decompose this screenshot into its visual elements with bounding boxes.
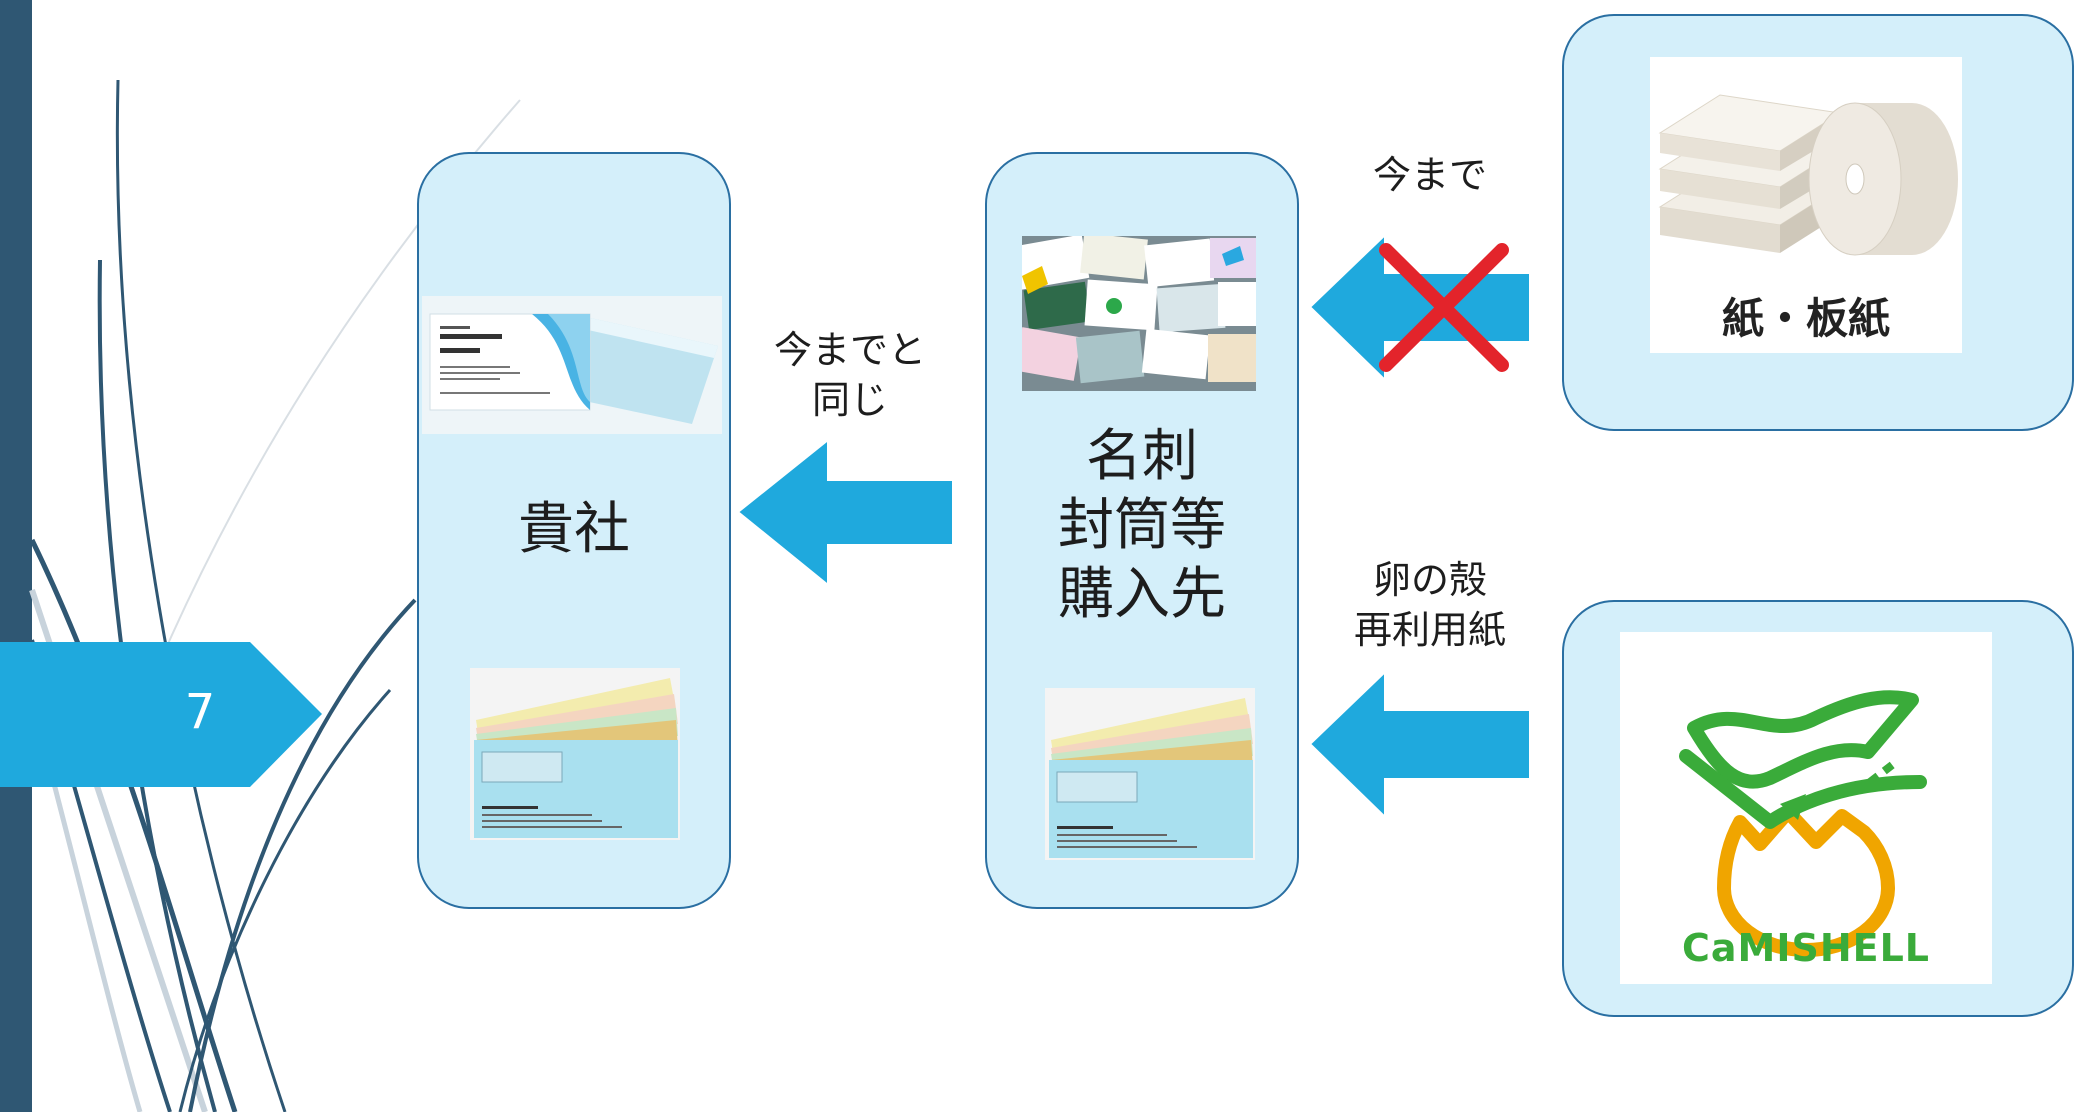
new-source-label-line-2: 再利用紙 xyxy=(1353,608,1506,653)
supplier-label-line-3: 購入先 xyxy=(1058,561,1226,627)
new-source-label: 卵の殻 再利用紙 xyxy=(1320,555,1540,655)
old-source-label: 今まで xyxy=(1372,153,1487,197)
paper-roll-icon xyxy=(1650,57,1962,353)
paper-board-label: 紙・板紙 xyxy=(1721,294,1890,343)
to-client-label: 今までと 同じ xyxy=(750,325,950,425)
new-source-label-line-1: 卵の殻 xyxy=(1372,558,1487,602)
arrow-to-client xyxy=(738,440,953,585)
business-cards-collage-photo xyxy=(1022,236,1256,391)
arrow-new-source xyxy=(1310,672,1530,817)
envelope-photo-supplier xyxy=(1045,688,1255,860)
paper-board-image: 紙・板紙 xyxy=(1650,57,1962,353)
cross-mark-icon xyxy=(1379,243,1509,372)
client-label: 貴社 xyxy=(518,497,630,562)
camishell-logo-text: CaMISHELL xyxy=(1681,926,1931,970)
page-number-marker xyxy=(0,642,322,787)
supplier-label-line-2: 封筒等 xyxy=(1058,492,1226,558)
envelope-photo-client xyxy=(470,668,680,840)
business-card-photo xyxy=(422,296,722,434)
page-number: 7 xyxy=(184,684,216,740)
camishell-logo-image: CaMISHELL xyxy=(1620,632,1992,984)
camishell-logo-icon xyxy=(1620,632,1992,984)
to-client-label-line-2: 同じ xyxy=(811,378,888,423)
supplier-label-line-1: 名刺 xyxy=(1086,424,1198,489)
supplier-label: 名刺 封筒等 購入先 xyxy=(985,423,1299,630)
to-client-label-line-1: 今までと xyxy=(773,328,926,372)
left-sidebar-bar xyxy=(0,0,32,1112)
arrow-old-source xyxy=(1310,235,1530,380)
